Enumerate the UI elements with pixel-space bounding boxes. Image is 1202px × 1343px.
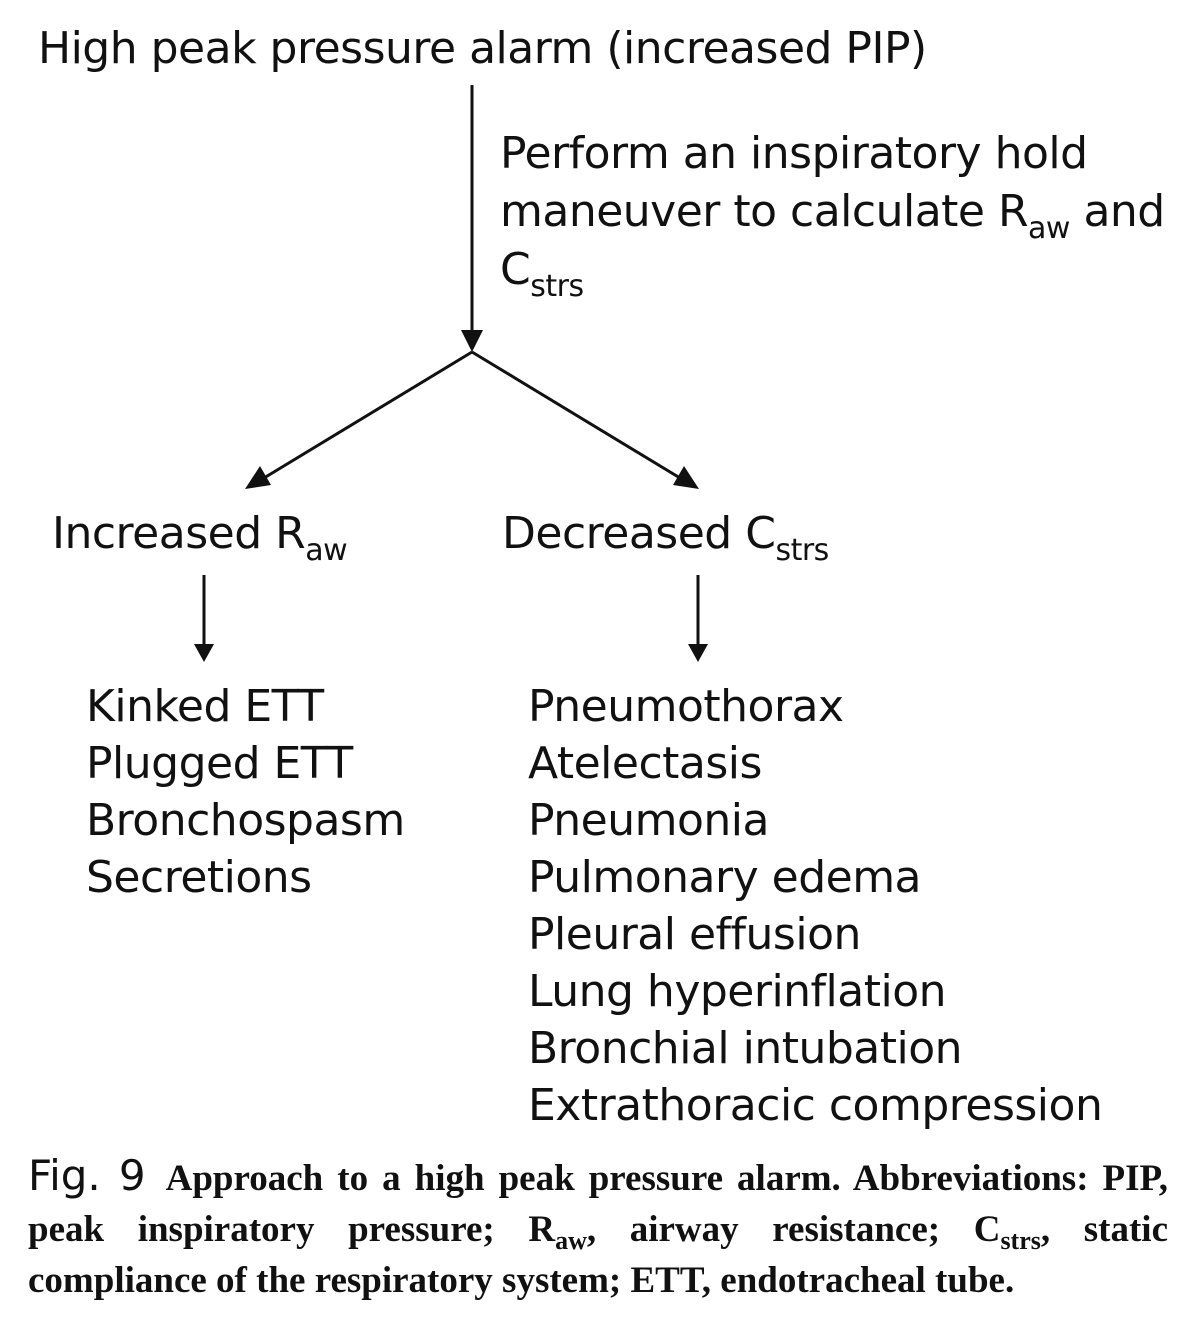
raw-causes-list: Kinked ETT Plugged ETT Bronchospasm Secr… bbox=[86, 678, 405, 906]
branch-label-subscript: strs bbox=[775, 533, 829, 568]
instruction-line-1: Perform an inspiratory hold bbox=[500, 128, 1088, 179]
cause-item: Lung hyperinflation bbox=[528, 966, 947, 1017]
cause-item: Secretions bbox=[86, 852, 312, 903]
instruction-line-3-main: C bbox=[500, 244, 531, 295]
instruction-line-2-suffix: and bbox=[1069, 186, 1165, 237]
cause-item: Pneumonia bbox=[528, 795, 769, 846]
cause-item: Atelectasis bbox=[528, 738, 762, 789]
caption-text-part-2: , airway resistance; C bbox=[586, 1209, 1001, 1250]
caption-raw-subscript: aw bbox=[555, 1226, 587, 1255]
instruction-cstrs-subscript: strs bbox=[530, 269, 584, 304]
instruction-line-3: Cstrs bbox=[500, 241, 1165, 302]
cause-item: Kinked ETT bbox=[86, 681, 324, 732]
cause-item: Bronchospasm bbox=[86, 795, 405, 846]
instruction-line-2-prefix: maneuver to calculate R bbox=[500, 186, 1029, 237]
branch-label-main: Decreased C bbox=[502, 508, 776, 559]
cause-item: Pneumothorax bbox=[528, 681, 844, 732]
figure-caption: Fig. 9 Approach to a high peak pressure … bbox=[28, 1150, 1168, 1306]
raw-to-causes-arrowhead bbox=[194, 644, 214, 662]
figure-label: Fig. 9 bbox=[28, 1151, 146, 1200]
cause-item: Plugged ETT bbox=[86, 738, 353, 789]
cause-item: Pleural effusion bbox=[528, 909, 861, 960]
cstrs-to-causes-arrowhead bbox=[688, 644, 708, 662]
instruction-raw-subscript: aw bbox=[1028, 211, 1070, 246]
root-node-text: High peak pressure alarm (increased PIP) bbox=[38, 23, 927, 74]
split-to-cstrs-arrowhead bbox=[673, 466, 699, 489]
cstrs-causes-list: Pneumothorax Atelectasis Pneumonia Pulmo… bbox=[528, 678, 1103, 1134]
split-to-cstrs-line bbox=[471, 350, 681, 480]
split-to-raw-arrowhead bbox=[245, 466, 271, 489]
branch-node-increased-raw: Increased Raw bbox=[52, 505, 348, 566]
root-to-split-arrowhead bbox=[461, 330, 483, 352]
cause-item: Bronchial intubation bbox=[528, 1023, 963, 1074]
cause-item: Extrathoracic compression bbox=[528, 1080, 1103, 1131]
branch-label-subscript: aw bbox=[305, 533, 348, 568]
caption-text-part-3: , static compliance of the respiratory s… bbox=[28, 1209, 1168, 1301]
caption-cstrs-subscript: strs bbox=[1000, 1226, 1041, 1255]
root-node-high-peak-pressure-alarm: High peak pressure alarm (increased PIP) bbox=[38, 20, 927, 78]
branch-label-main: Increased R bbox=[52, 508, 306, 559]
cause-item: Pulmonary edema bbox=[528, 852, 922, 903]
instruction-line-2: maneuver to calculate Raw and bbox=[500, 183, 1165, 244]
branch-node-decreased-cstrs: Decreased Cstrs bbox=[502, 505, 829, 566]
split-to-raw-line bbox=[263, 350, 473, 480]
caption-text-part-1: Approach to a high peak pressure alarm. … bbox=[28, 1158, 1168, 1250]
instruction-node-inspiratory-hold: Perform an inspiratory hold maneuver to … bbox=[500, 125, 1165, 302]
